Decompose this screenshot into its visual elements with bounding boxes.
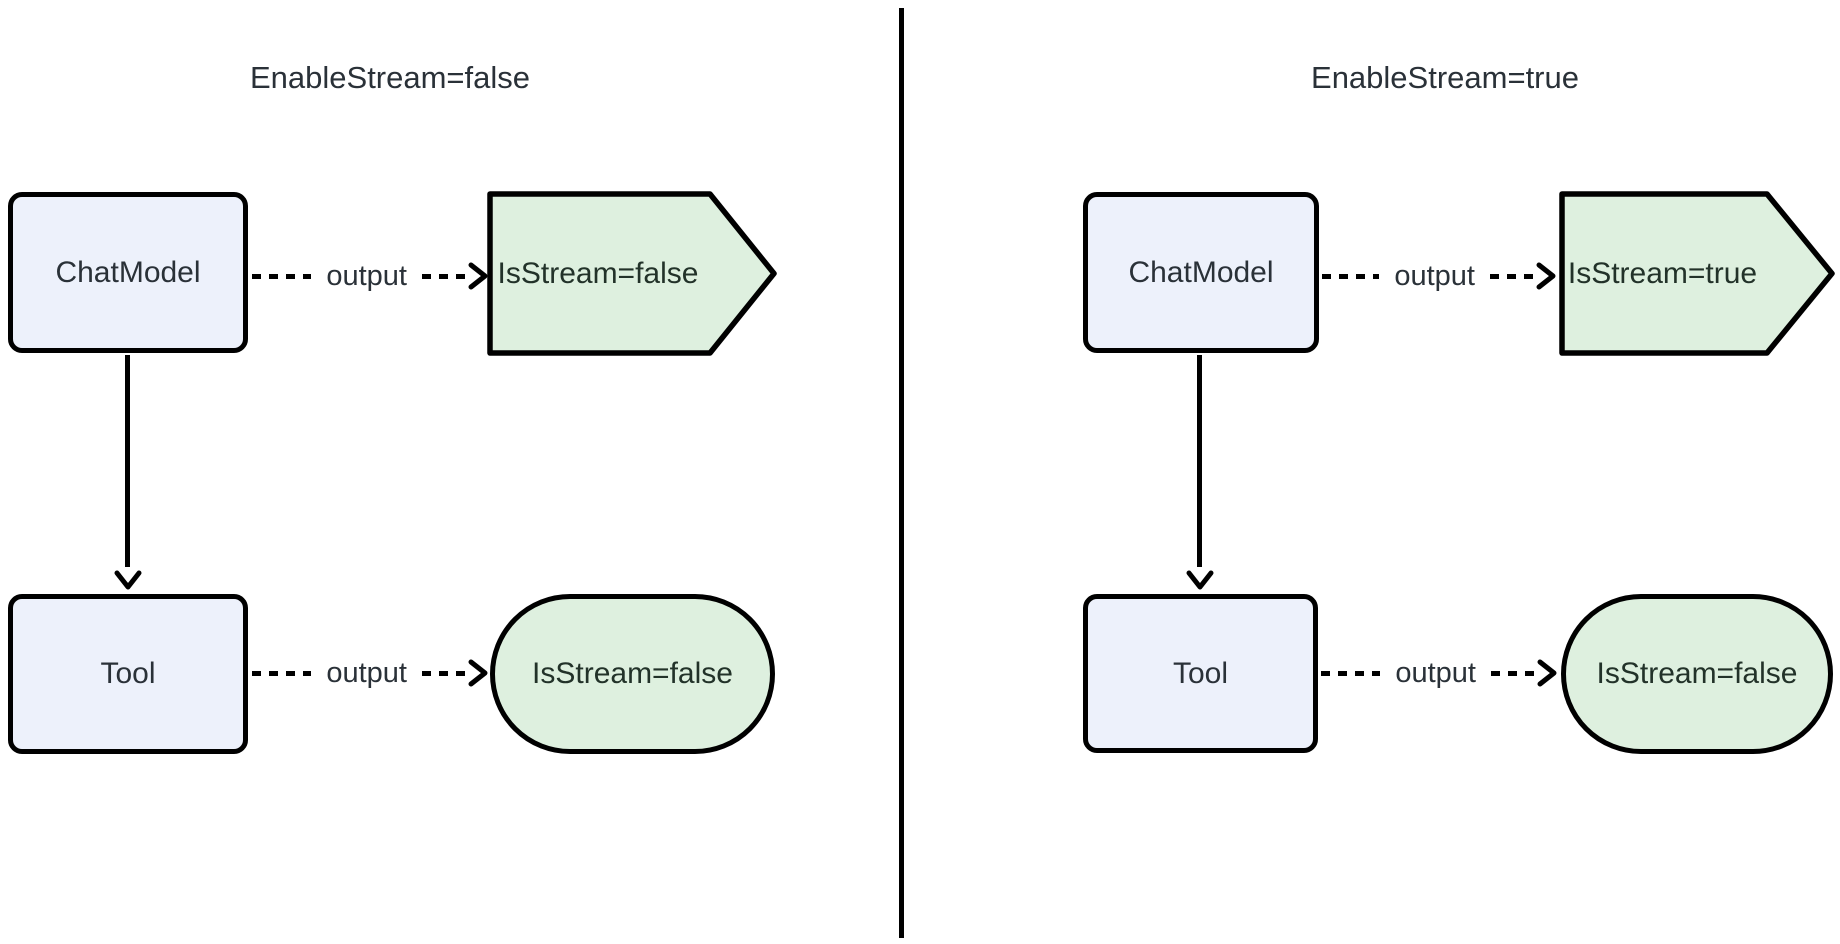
arrowhead-right-icon: [468, 659, 488, 687]
left-model-output-node: IsStream=false: [487, 191, 777, 356]
left-model-output-label: IsStream=false: [497, 256, 699, 290]
right-chatmodel-node: ChatModel: [1083, 192, 1319, 353]
arrowhead-right-icon: [468, 262, 488, 290]
arrow-line: [125, 355, 130, 567]
arrowhead-right-icon: [1536, 262, 1556, 290]
left-tool-output-edge-label: output: [326, 656, 407, 689]
right-tool-output-edge: output: [1321, 649, 1557, 697]
right-model-to-tool-arrow: [1185, 355, 1215, 591]
pentagon-shape: [1559, 191, 1835, 356]
right-panel-title: EnableStream=true: [1311, 60, 1579, 95]
right-model-output-label: IsStream=true: [1567, 256, 1758, 290]
right-tool-label: Tool: [1172, 656, 1229, 690]
right-model-output-node: IsStream=true: [1559, 191, 1835, 356]
arrowhead-down-icon: [1186, 570, 1214, 590]
left-model-output-edge: output: [252, 252, 488, 300]
right-tool-output-label: IsStream=false: [1596, 657, 1798, 690]
left-model-output-edge-label: output: [326, 259, 407, 292]
dashed-line: [1491, 670, 1537, 676]
left-tool-output-label: IsStream=false: [532, 657, 733, 690]
pentagon-shape: [487, 191, 777, 356]
dashed-line: [422, 273, 468, 279]
dashed-line: [1322, 273, 1380, 279]
left-model-to-tool-arrow: [113, 355, 143, 591]
dashed-line: [1321, 670, 1381, 676]
arrowhead-right-icon: [1537, 659, 1557, 687]
right-tool-node: Tool: [1083, 594, 1318, 753]
right-model-output-edge: output: [1322, 252, 1556, 300]
right-model-output-edge-label: output: [1394, 259, 1475, 292]
right-tool-output-edge-label: output: [1395, 656, 1476, 689]
left-chatmodel-node: ChatModel: [8, 192, 248, 353]
left-tool-node: Tool: [8, 594, 248, 754]
left-tool-label: Tool: [100, 657, 156, 690]
dashed-line: [1490, 273, 1536, 279]
dashed-line: [252, 670, 312, 676]
right-tool-output-node: IsStream=false: [1561, 594, 1833, 754]
dashed-line: [422, 670, 468, 676]
right-chatmodel-label: ChatModel: [1128, 255, 1274, 289]
left-panel-title: EnableStream=false: [249, 60, 531, 95]
left-tool-output-node: IsStream=false: [490, 594, 775, 754]
arrow-line: [1197, 355, 1202, 567]
arrowhead-down-icon: [114, 570, 142, 590]
left-tool-output-edge: output: [252, 649, 488, 697]
left-chatmodel-label: ChatModel: [55, 255, 201, 289]
dashed-line: [252, 273, 312, 279]
panel-divider: [899, 8, 904, 938]
